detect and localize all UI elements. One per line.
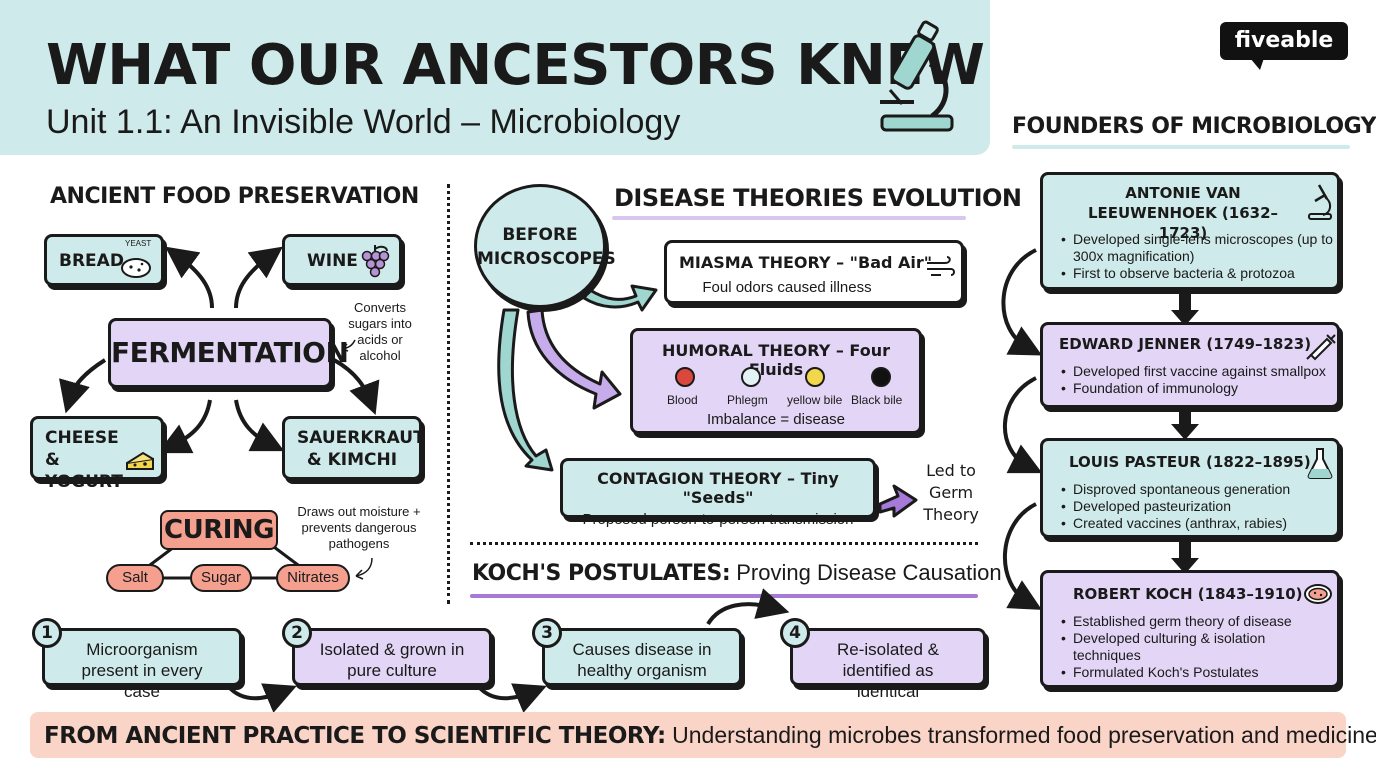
jenner-name: EDWARD JENNER (1749–1823) bbox=[1059, 335, 1312, 353]
wind-icon bbox=[927, 256, 955, 276]
contagion-desc: Proposed person-to-person transmission bbox=[582, 511, 854, 528]
humoral-theory-box: HUMORAL THEORY – Four Fluids Blood Phleg… bbox=[630, 328, 922, 434]
fermentation-label: FERMENTATION bbox=[111, 336, 349, 369]
koch-step-2: Isolated & grown in pure culture bbox=[292, 628, 492, 686]
miasma-desc: Foul odors caused illness bbox=[702, 279, 872, 296]
jenner-points: Developed first vaccine against smallpox… bbox=[1059, 363, 1339, 397]
microscope-icon bbox=[880, 20, 954, 132]
disease-title-underline bbox=[612, 216, 966, 220]
contagion-theory-box: CONTAGION THEORY – Tiny "Seeds" Proposed… bbox=[560, 458, 876, 528]
page-title: WHAT OUR ANCESTORS KNEW bbox=[46, 33, 985, 98]
phlegm-dot bbox=[741, 367, 761, 387]
curing-note: Draws out moisture + prevents dangerous … bbox=[297, 504, 421, 551]
koch-name: ROBERT KOCH (1843–1910) bbox=[1073, 585, 1303, 603]
sauerkraut-kimchi-label: SAUERKRAUT & KIMCHI bbox=[297, 428, 425, 470]
bread-label: BREAD bbox=[59, 251, 124, 271]
syringe-icon bbox=[1306, 334, 1336, 361]
miasma-theory-box: MIASMA THEORY – "Bad Air" Foul odors cau… bbox=[664, 240, 964, 304]
brand-logo-tail bbox=[1250, 58, 1264, 70]
koch-step-3-number: 3 bbox=[532, 618, 562, 648]
wine-label: WINE bbox=[307, 251, 358, 271]
koch-step-4-number: 4 bbox=[780, 618, 810, 648]
before-microscopes-circle: BEFORE MICROSCOPES bbox=[474, 184, 616, 308]
salt-pill: Salt bbox=[106, 564, 164, 592]
grapes-icon bbox=[361, 245, 390, 278]
wine-box: WINE bbox=[282, 234, 402, 286]
food-section-title: ANCIENT FOOD PRESERVATION bbox=[50, 184, 419, 209]
horizontal-divider bbox=[470, 542, 978, 545]
vertical-divider bbox=[447, 184, 450, 604]
blood-dot bbox=[675, 367, 695, 387]
founders-title: FOUNDERS OF MICROBIOLOGY bbox=[1012, 114, 1376, 139]
blood-label: Blood bbox=[667, 393, 698, 407]
humoral-desc: Imbalance = disease bbox=[706, 411, 845, 428]
curing-box: CURING bbox=[160, 510, 278, 550]
koch-step-arrows bbox=[226, 588, 790, 713]
sauerkraut-kimchi-box: SAUERKRAUT & KIMCHI bbox=[282, 416, 425, 480]
footer-banner bbox=[30, 712, 1346, 758]
petri-dish-icon bbox=[1304, 584, 1332, 604]
food-arrows bbox=[59, 246, 380, 454]
koch-points: Established germ theory of disease Devel… bbox=[1059, 613, 1299, 681]
phlegm-label: Phlegm bbox=[727, 393, 768, 407]
yellow-bile-dot bbox=[805, 367, 825, 387]
black-bile-label: Black bile bbox=[851, 393, 903, 407]
brand-logo: fiveable bbox=[1220, 22, 1348, 60]
founder-jenner-card: EDWARD JENNER (1749–1823) Developed firs… bbox=[1040, 322, 1340, 408]
flask-icon bbox=[1307, 448, 1333, 479]
bread-box: BREAD YEAST bbox=[44, 234, 164, 286]
black-bile-dot bbox=[871, 367, 891, 387]
koch-title: KOCH'S POSTULATES: Proving Disease Causa… bbox=[472, 560, 1002, 586]
footer-text: FROM ANCIENT PRACTICE TO SCIENTIFIC THEO… bbox=[44, 722, 1376, 749]
yeast-label: YEAST bbox=[125, 239, 152, 248]
fermentation-note: Converts sugars into acids or alcohol bbox=[348, 300, 412, 363]
bread-icon bbox=[121, 258, 151, 278]
leeuwenhoek-points: Developed single-lens microscopes (up to… bbox=[1059, 231, 1335, 282]
contagion-title: CONTAGION THEORY – Tiny "Seeds" bbox=[597, 469, 839, 507]
disease-section-title: DISEASE THEORIES EVOLUTION bbox=[614, 184, 1022, 212]
humoral-title: HUMORAL THEORY – Four Fluids bbox=[662, 341, 890, 379]
cheese-icon bbox=[126, 451, 154, 470]
koch-title-underline bbox=[470, 594, 978, 598]
yellow-bile-label: yellow bile bbox=[787, 393, 843, 407]
koch-step-1-number: 1 bbox=[32, 618, 62, 648]
header-banner bbox=[0, 0, 990, 155]
microscope-icon bbox=[1308, 184, 1332, 220]
four-fluids-row: Blood Phlegm yellow bile Black bile bbox=[653, 367, 913, 409]
disease-arrows bbox=[497, 284, 918, 518]
koch-step-3: Causes disease in healthy organism bbox=[542, 628, 742, 686]
page-subtitle: Unit 1.1: An Invisible World – Microbiol… bbox=[46, 103, 681, 141]
nitrates-pill: Nitrates bbox=[276, 564, 350, 592]
curing-label: CURING bbox=[164, 515, 275, 545]
miasma-title: MIASMA THEORY – "Bad Air" bbox=[679, 253, 933, 272]
koch-step-4: Re-isolated & identified as identical bbox=[790, 628, 986, 701]
founders-title-underline bbox=[1012, 145, 1350, 149]
founder-pasteur-card: LOUIS PASTEUR (1822–1895) Disproved spon… bbox=[1040, 438, 1340, 538]
led-to-germ-theory: Led to Germ Theory bbox=[923, 461, 979, 524]
fermentation-box: FERMENTATION bbox=[108, 318, 349, 388]
koch-step-2-number: 2 bbox=[282, 618, 312, 648]
curing-note-arrow bbox=[355, 557, 373, 580]
founder-leeuwenhoek-card: ANTONIE VAN LEEUWENHOEK (1632–1723) Deve… bbox=[1040, 172, 1340, 290]
cheese-yogurt-label: CHEESE & YOGURT bbox=[45, 428, 123, 492]
koch-step-1: Microorganism present in every case bbox=[42, 628, 242, 701]
pasteur-name: LOUIS PASTEUR (1822–1895) bbox=[1069, 453, 1311, 471]
founders-arrows bbox=[1001, 248, 1199, 610]
cheese-yogurt-box: CHEESE & YOGURT bbox=[30, 416, 164, 492]
founder-koch-card: ROBERT KOCH (1843–1910) Established germ… bbox=[1040, 570, 1340, 688]
sugar-pill: Sugar bbox=[190, 564, 252, 592]
pasteur-points: Disproved spontaneous generation Develop… bbox=[1059, 481, 1339, 532]
